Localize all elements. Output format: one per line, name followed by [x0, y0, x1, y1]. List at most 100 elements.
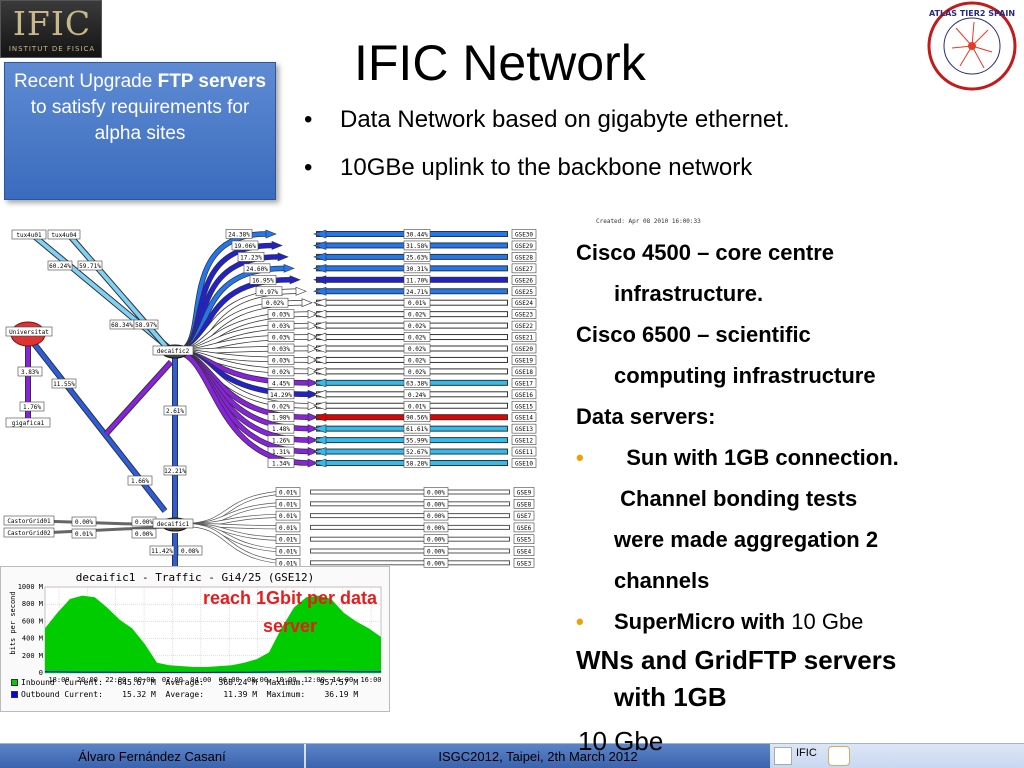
pct-gse13-out-text: 1.48% — [272, 426, 290, 433]
pct-gse15-out-text: 0.02% — [272, 403, 290, 410]
node-gse8 — [513, 498, 535, 509]
host-castorgrid01-text: CastorGrid01 — [7, 518, 51, 525]
node-gse29 — [511, 240, 537, 251]
node-gse9-text: GSE9 — [517, 490, 532, 497]
arrow-gse21-in — [313, 332, 327, 342]
pct-gse23-in — [403, 309, 431, 319]
pct-gse29-in-text: 31.58% — [406, 243, 428, 250]
pct-gse16-out — [267, 389, 295, 400]
pct-misc — [17, 366, 43, 377]
pct-gse22-in-text: 0.02% — [408, 323, 426, 330]
arrow-gse21-out — [307, 332, 319, 342]
host-tux4u04 — [47, 229, 81, 240]
footer-event: ISGC2012, Taipei, 2th March 2012 — [306, 744, 770, 768]
node-gse22-text: GSE22 — [515, 323, 533, 330]
pct-gse14-out-text: 1.98% — [272, 415, 290, 422]
node-gse14 — [511, 412, 537, 422]
pct-gse5-in — [423, 534, 449, 545]
pct-gse30-in-text: 30.44% — [406, 232, 428, 239]
pct-gse25-in-text: 24.71% — [406, 289, 428, 296]
pct-gse27-out-text: 24.60% — [246, 266, 268, 273]
host-tux4u01 — [11, 229, 47, 240]
node-gse22 — [511, 320, 537, 331]
bullet-item: 10GBe uplink to the backbone network — [300, 152, 790, 184]
pct-gse26-in-text: 11.70% — [406, 277, 428, 284]
pct-gse28-out-text: 17.23% — [240, 254, 262, 261]
pct-gse18-in-text: 0.02% — [408, 369, 426, 376]
link-tux4u04 — [68, 234, 171, 352]
pct-gse19-out-text: 0.03% — [272, 357, 290, 364]
ific-logo-text: IFIC — [12, 4, 92, 43]
pct-gse26-out-text: 16.95% — [252, 277, 274, 284]
arrow-gse23-in — [313, 309, 327, 319]
pct-gse10-in-text: 58.28% — [406, 461, 428, 468]
chart-ytick: 600 M — [22, 617, 43, 625]
switch-decaific1 — [152, 518, 194, 529]
arrow-gse26-in — [313, 275, 327, 285]
node-gse28 — [511, 252, 537, 262]
callout-bold: FTP servers — [157, 71, 267, 92]
note-line: Cisco 6500 – scientific — [576, 322, 811, 347]
node-gse4-text: GSE4 — [517, 549, 532, 556]
pct-gse23-in-text: 0.02% — [408, 312, 426, 319]
pct-gse3-in — [423, 557, 449, 568]
arrow-gse28-out — [277, 252, 289, 262]
pct-gse6-out-text: 0.01% — [279, 525, 297, 532]
arrow-gse13-out — [307, 424, 319, 434]
arrow-gse12-out — [307, 435, 319, 445]
node-gse11 — [511, 446, 537, 457]
pct-gse23-out-text: 0.03% — [272, 312, 290, 319]
note-line-tail: 10 Gbe — [578, 726, 664, 756]
node-gse7-text: GSE7 — [517, 513, 532, 520]
arrow-gse14-in — [313, 412, 327, 422]
pct-gse14-in — [403, 412, 431, 422]
pct-gse11-in-text: 52.67% — [406, 449, 428, 456]
link-gse6-in — [311, 525, 509, 529]
arrow-gse24-out — [301, 298, 313, 308]
pct-misc — [131, 528, 157, 539]
arrow-gse11-out — [307, 447, 319, 456]
note-line: WNs and GridFTP servers — [576, 645, 897, 675]
pct-gse25-out-text: 0.97% — [260, 289, 278, 296]
node-gse23 — [511, 309, 537, 319]
node-gse23-text: GSE23 — [515, 312, 533, 319]
note-line: Channel bonding tests — [614, 486, 858, 511]
pct-gse25-in — [403, 286, 431, 297]
pct-gse8-out-text: 0.01% — [279, 501, 297, 508]
chart-xtick: 04:00 — [190, 676, 211, 684]
arrow-gse20-in — [313, 344, 327, 353]
node-gse25 — [511, 286, 537, 297]
pct-misc-text: 11.42% — [151, 548, 173, 555]
node-gse18-text: GSE18 — [515, 369, 533, 376]
arrow-gse30-out — [265, 229, 277, 239]
pct-gse22-in — [403, 320, 431, 331]
node-gse21-text: GSE21 — [515, 335, 533, 342]
pct-gse3-out-text: 0.01% — [279, 560, 297, 567]
chart-xtick: 06:00 — [219, 676, 240, 684]
pct-gse16-in — [403, 389, 431, 400]
node-gse13-text: GSE13 — [515, 426, 533, 433]
pct-gse16-out-text: 14.29% — [270, 392, 292, 399]
node-gse4 — [513, 546, 535, 556]
csic-logo-icon — [828, 746, 850, 766]
arrow-gse14-out — [307, 412, 319, 422]
chart-ytick: 0 — [39, 669, 43, 677]
host-tux4u01-text: tux4u01 — [16, 232, 42, 239]
arrow-gse18-in — [313, 366, 327, 376]
pct-gse6-in-text: 0.00% — [427, 525, 445, 532]
arrow-gse15-in — [313, 401, 327, 411]
pct-gse3-in-text: 0.00% — [427, 560, 445, 567]
pct-gse30-in — [403, 229, 431, 239]
pct-misc-text: 59.71% — [79, 263, 101, 270]
link-castorgrid02 — [39, 525, 166, 535]
note-line: Data servers: — [576, 404, 716, 429]
pct-misc-text: 68.34% — [111, 322, 133, 329]
pct-gse13-out — [267, 423, 295, 434]
top-bullets: Data Network based on gigabyte ethernet.… — [300, 104, 790, 200]
link-tux4u01 — [32, 234, 171, 350]
bullet-item: Data Network based on gigabyte ethernet. — [300, 104, 790, 136]
arrow-gse22-in — [313, 321, 327, 331]
pct-gse12-in — [403, 435, 431, 445]
arrow-gse29-in — [313, 241, 327, 250]
pct-gse22-out-text: 0.03% — [272, 323, 290, 330]
